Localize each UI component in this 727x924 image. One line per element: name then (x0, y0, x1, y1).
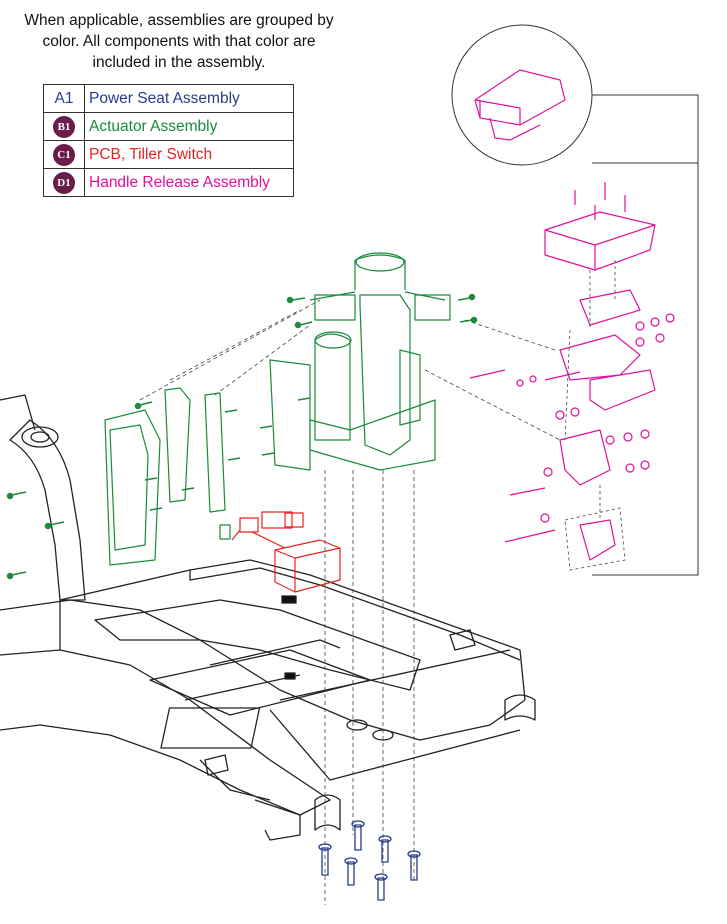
pcb-tiller-switch[interactable] (231, 511, 341, 593)
actuator-screws[interactable] (6, 293, 478, 580)
legend-row-c1[interactable]: C1 PCB, Tiller Switch (43, 140, 294, 169)
inset-handle[interactable] (474, 69, 566, 141)
legend-row-b1[interactable]: B1 Actuator Assembly (43, 112, 294, 141)
legend-row-d1[interactable]: D1 Handle Release Assembly (43, 168, 294, 197)
intro-note: When applicable, assemblies are grouped … (24, 12, 334, 71)
legend-badge-b1: B1 (53, 115, 75, 138)
legend-label-a1: Power Seat Assembly (84, 84, 294, 113)
power-seat-screws[interactable] (318, 820, 421, 901)
assembly-legend: A1 Power Seat Assembly B1 Actuator Assem… (43, 84, 294, 197)
legend-row-a1[interactable]: A1 Power Seat Assembly (43, 84, 294, 113)
handle-guide-lines (564, 260, 626, 571)
inset-detail (451, 24, 699, 576)
base-frame[interactable] (0, 394, 536, 841)
legend-label-d1: Handle Release Assembly (84, 168, 294, 197)
actuator-assembly[interactable] (104, 252, 451, 566)
handle-release-assembly[interactable] (469, 182, 675, 561)
legend-badge-d1: D1 (53, 171, 75, 194)
legend-badge-c1: C1 (53, 143, 75, 166)
legend-label-b1: Actuator Assembly (84, 112, 294, 141)
